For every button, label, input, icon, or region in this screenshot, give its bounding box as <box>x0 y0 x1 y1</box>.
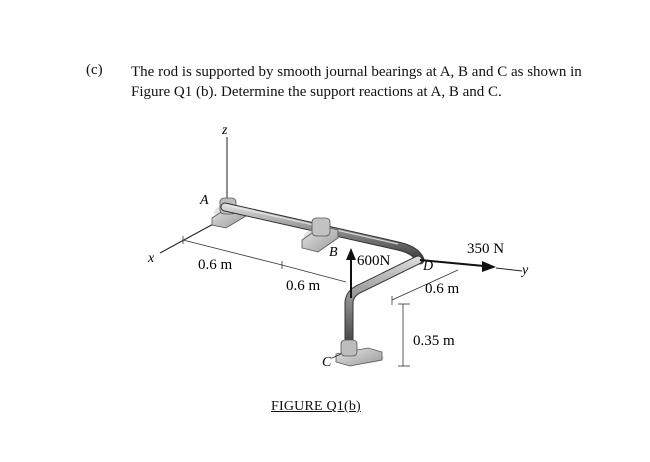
question-line-2: Figure Q1 (b). Determine the support rea… <box>131 84 502 100</box>
force-600n-label: 600N <box>357 253 391 269</box>
dimension-vertical-label: 0.35 m <box>413 333 455 349</box>
x-axis-label: x <box>147 251 155 266</box>
dimension-ab-label: 0.6 m <box>198 257 233 273</box>
force-350n-label: 350 N <box>467 241 504 257</box>
x-axis-line <box>159 221 218 254</box>
dimension-b-bend-label: 0.6 m <box>286 278 321 294</box>
point-c-label: C <box>322 355 332 370</box>
z-axis-label: z <box>221 123 228 138</box>
dimension-b-bend <box>281 264 347 283</box>
y-axis-line <box>495 267 523 272</box>
point-a-label: A <box>199 193 209 208</box>
dimension-vertical <box>398 303 410 367</box>
question-label: (c) <box>86 62 103 78</box>
force-600n-arrow <box>346 248 356 298</box>
point-b-label: B <box>329 245 338 260</box>
question-text: The rod is supported by smooth journal b… <box>131 62 631 102</box>
question-line-1: The rod is supported by smooth journal b… <box>131 64 582 80</box>
bearing-b <box>301 217 339 253</box>
dimension-d-y <box>391 269 459 305</box>
point-d-label: D <box>422 259 433 274</box>
y-axis-label: y <box>520 263 529 278</box>
bearing-c <box>335 339 384 367</box>
dimension-d-y-label: 0.6 m <box>425 281 460 297</box>
figure-caption: FIGURE Q1(b) <box>271 399 361 414</box>
force-350n-arrow <box>419 259 496 272</box>
